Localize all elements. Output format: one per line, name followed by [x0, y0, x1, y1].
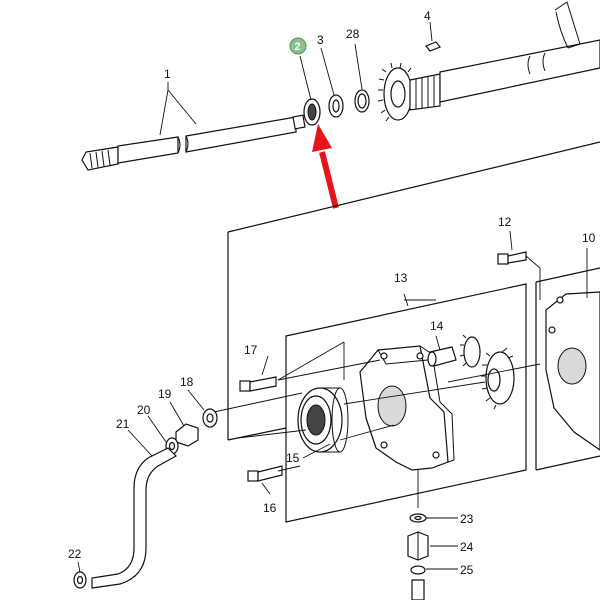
- key-part-4: [425, 41, 441, 52]
- callout-24: 24: [460, 540, 474, 554]
- callout-22: 22: [68, 547, 82, 561]
- shaft-gear: [377, 62, 413, 122]
- fitting-stack-23-25: [407, 513, 429, 600]
- shaft-splined-end: [81, 146, 119, 171]
- gear-large: [481, 347, 515, 410]
- highlight-marker: [289, 37, 307, 55]
- red-pointer-arrow: [312, 124, 339, 209]
- roller-bearing-part-15: [297, 387, 349, 453]
- long-shaft-right: [439, 39, 600, 103]
- washer-part-25: [410, 565, 426, 575]
- callout-2: 2: [295, 41, 301, 53]
- callout-19: 19: [158, 387, 172, 401]
- fitting-parts-18-20: [165, 408, 218, 455]
- callout-13: 13: [394, 271, 408, 285]
- gear-small: [459, 334, 481, 368]
- shaft-assembly: [81, 1, 600, 171]
- callout-14: 14: [430, 319, 444, 333]
- bolt-part-12: [497, 251, 527, 265]
- callout-12: 12: [498, 215, 512, 229]
- callout-15: 15: [286, 451, 300, 465]
- bolt-part-16: [247, 465, 283, 482]
- callout-23: 23: [460, 512, 474, 526]
- callout-20: 20: [137, 403, 151, 417]
- upper-leaders: [159, 21, 433, 136]
- callout-4: 4: [424, 9, 431, 23]
- shaft-section-left: [117, 136, 179, 164]
- oil-tube-part-21: [91, 447, 177, 589]
- bolt-part-17: [239, 376, 277, 392]
- callout-25: 25: [460, 563, 474, 577]
- pump-cover-part-10: [545, 291, 600, 451]
- pump-housing: [359, 345, 455, 471]
- fitting-part-19: [175, 423, 199, 447]
- idler-pin-part-14: [427, 346, 457, 367]
- callout-18: 18: [180, 375, 194, 389]
- assembly-lines: [213, 248, 588, 508]
- callout-16: 16: [263, 501, 277, 515]
- pump-subassembly-panel: [285, 283, 527, 523]
- callout-28: 28: [346, 27, 360, 41]
- shaft-section-middle: [185, 116, 297, 153]
- right-panel-edge: [535, 267, 600, 283]
- callout-21: 21: [116, 417, 130, 431]
- callout-3: 3: [317, 33, 324, 47]
- callout-10: 10: [582, 231, 596, 245]
- fitting-part-22: [73, 571, 87, 589]
- callout-1: 1: [164, 67, 171, 81]
- callout-17: 17: [244, 343, 258, 357]
- outer-panel-top: [227, 141, 600, 233]
